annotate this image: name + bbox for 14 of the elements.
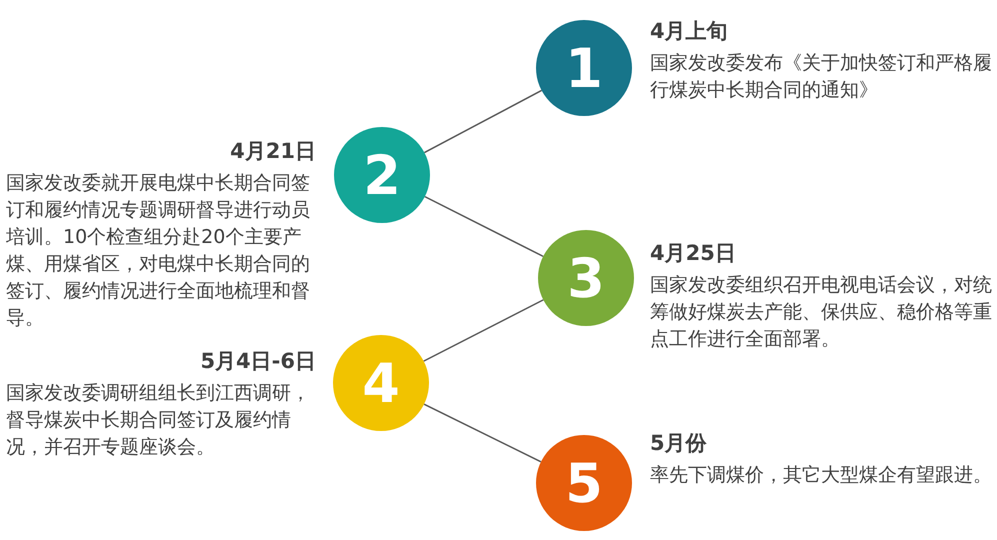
event-description: 国家发改委发布《关于加快签订和严格履行煤炭中长期合同的通知》: [650, 51, 993, 103]
date-heading: 4月25日: [650, 240, 737, 267]
event-description: 国家发改委组织召开电视电话会议，对统筹做好煤炭去产能、保供应、稳价格等重点工作进行全面部署。: [650, 273, 993, 352]
connector-line: [424, 90, 542, 154]
event-description: 国家发改委就开展电煤中长期合同签订和履约情况专题调研督导进行动员培训。10个检查组分赴20个主要产煤、用煤省区，对电煤中长期合同的签订、履约情况进行全面地梳理和督导。: [6, 171, 311, 331]
date-heading: 4月上旬: [650, 18, 729, 45]
event-description: 率先下调煤价，其它大型煤企有望跟进。: [650, 463, 993, 488]
date-heading: 5月份: [650, 430, 708, 457]
connector-line: [423, 299, 544, 362]
connector-line: [424, 196, 544, 258]
date-heading: 4月21日: [229, 138, 316, 165]
connector-line: [424, 404, 542, 462]
event-description: 国家发改委调研组组长到江西调研，督导煤炭中长期合同签订及履约情况，并召开专题座谈会。: [6, 381, 311, 460]
date-heading: 5月4日-6日: [199, 348, 316, 375]
